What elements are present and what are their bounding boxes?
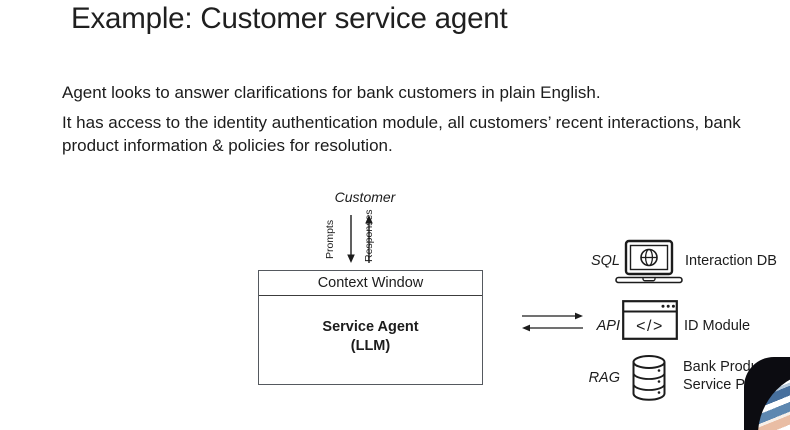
service-agent-box: Context Window Service Agent (LLM): [258, 270, 483, 385]
interaction-db-label: Interaction DB: [685, 253, 777, 269]
down-arrow-icon: [347, 215, 355, 263]
customer-label: Customer: [334, 189, 396, 205]
slide-title: Example: Customer service agent: [71, 2, 508, 35]
bidirectional-arrows-icon: [522, 312, 583, 332]
body-paragraph-1: Agent looks to answer clarifications for…: [62, 83, 601, 102]
sql-method-label: SQL: [590, 253, 620, 269]
api-method-label: API: [596, 318, 620, 334]
responses-arrow-label: Responses: [363, 209, 375, 262]
code-window-icon: </>: [622, 300, 678, 340]
org-logo: [744, 357, 790, 430]
id-module-label: ID Module: [684, 318, 751, 334]
rag-method-label: RAG: [588, 370, 620, 386]
code-glyph: </>: [636, 318, 664, 335]
laptop-globe-icon: [615, 239, 683, 284]
service-agent-model: (LLM): [350, 337, 391, 354]
body-paragraph-2: It has access to the identity authentica…: [62, 113, 741, 155]
prompts-arrow-label: Prompts: [324, 219, 336, 259]
logo-stripes: [758, 371, 790, 430]
up-arrow-icon: [365, 215, 373, 263]
database-icon: [632, 355, 666, 401]
service-agent-body: Service Agent (LLM): [259, 296, 482, 383]
context-window-header: Context Window: [259, 271, 482, 296]
service-agent-name: Service Agent: [322, 318, 419, 335]
